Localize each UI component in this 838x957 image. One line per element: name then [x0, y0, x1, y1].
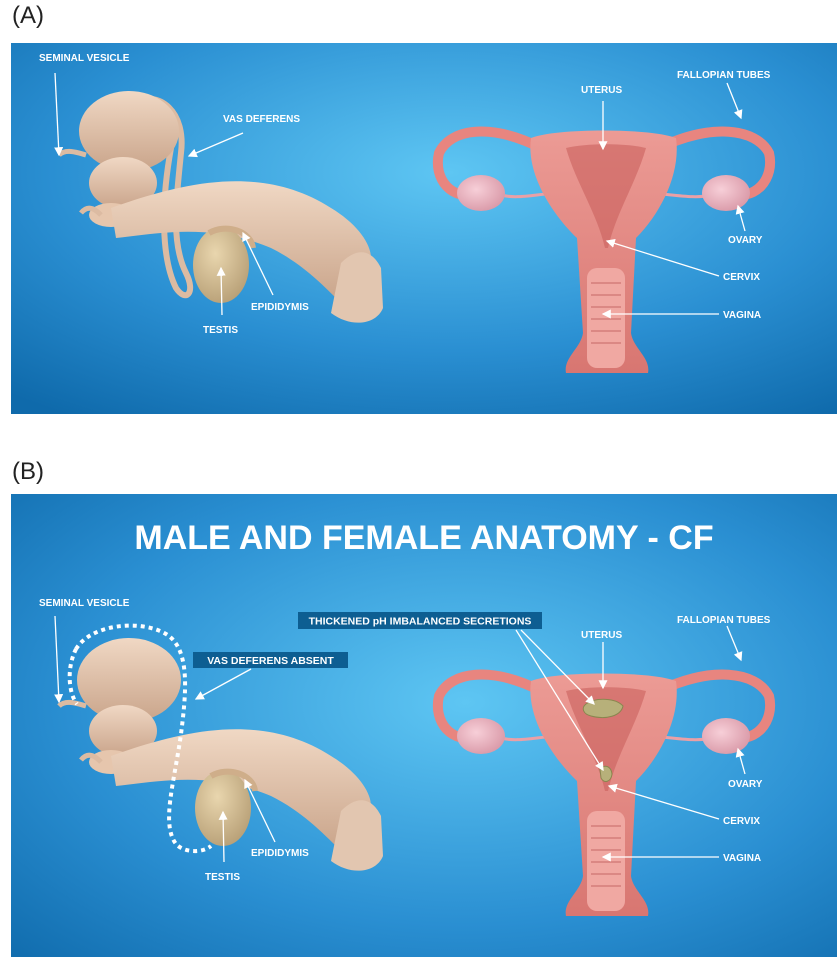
ovary-right	[702, 718, 750, 754]
panel-a-letter: (A)	[12, 2, 44, 30]
ovary-right	[702, 175, 750, 211]
panel-b: MALE AND FEMALE ANATOMY - CF	[11, 494, 837, 957]
panel-b-letter: (B)	[12, 458, 44, 486]
label-seminal-vesicle: SEMINAL VESICLE	[39, 598, 130, 609]
panel-b-illustration: MALE AND FEMALE ANATOMY - CF	[11, 494, 837, 957]
label-uterus: UTERUS	[581, 85, 622, 96]
panel-a-illustration: SEMINAL VESICLE VAS DEFERENS TESTIS EPID…	[11, 43, 837, 414]
label-cervix: CERVIX	[723, 272, 760, 283]
label-seminal-vesicle: SEMINAL VESICLE	[39, 53, 130, 64]
label-thickened-secretions: THICKENED pH IMBALANCED SECRETIONS	[309, 616, 532, 628]
label-vas-deferens: VAS DEFERENS	[223, 114, 300, 125]
label-ovary: OVARY	[728, 235, 763, 246]
label-fallopian-tubes: FALLOPIAN TUBES	[677, 70, 771, 81]
label-cervix: CERVIX	[723, 816, 760, 827]
label-testis: TESTIS	[205, 872, 240, 883]
label-vagina: VAGINA	[723, 310, 761, 321]
panel-b-title: MALE AND FEMALE ANATOMY - CF	[134, 519, 713, 557]
label-ovary: OVARY	[728, 779, 763, 790]
label-vas-deferens-absent: VAS DEFERENS ABSENT	[207, 655, 334, 667]
ovary-left	[457, 175, 505, 211]
label-epididymis: EPIDIDYMIS	[251, 302, 309, 313]
label-fallopian-tubes: FALLOPIAN TUBES	[677, 615, 771, 626]
label-testis: TESTIS	[203, 325, 238, 336]
label-epididymis: EPIDIDYMIS	[251, 848, 309, 859]
label-vagina: VAGINA	[723, 853, 761, 864]
label-uterus: UTERUS	[581, 630, 622, 641]
panel-a: SEMINAL VESICLE VAS DEFERENS TESTIS EPID…	[11, 43, 837, 414]
ovary-left	[457, 718, 505, 754]
